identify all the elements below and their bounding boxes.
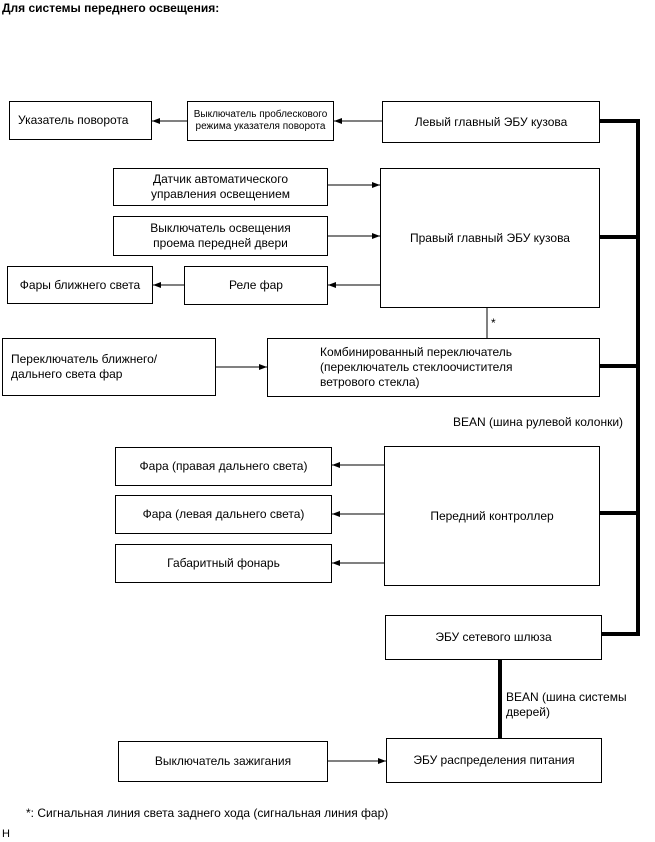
asterisk-label: * xyxy=(491,316,496,330)
door-light-switch-box: Выключатель освещения проема передней дв… xyxy=(113,216,328,256)
corner-mark: H xyxy=(2,828,10,840)
headlight-left-high-box: Фара (левая дальнего света) xyxy=(115,495,332,534)
dimmer-switch-box: Переключатель ближнего/ дальнего света ф… xyxy=(2,338,216,396)
ignition-switch-box: Выключатель зажигания xyxy=(118,741,328,782)
combination-switch-box: Комбинированный переключатель (переключа… xyxy=(267,338,600,397)
headlight-relay-box: Реле фар xyxy=(184,266,328,305)
turn-indicator-box: Указатель поворота xyxy=(9,101,152,140)
bean-steering-label: BEAN (шина рулевой колонки) xyxy=(453,415,624,429)
front-controller-box: Передний контроллер xyxy=(384,446,600,586)
bean-door-label: BEAN (шина системы дверей) xyxy=(506,690,627,719)
low-beam-headlights-box: Фары ближнего света xyxy=(7,266,153,304)
gateway-ecu-box: ЭБУ сетевого шлюза xyxy=(385,615,602,660)
auto-light-sensor-box: Датчик автоматического управления освеще… xyxy=(113,168,328,206)
diagram-title: Для системы переднего освещения: xyxy=(2,1,220,15)
left-body-ecu-box: Левый главный ЭБУ кузова xyxy=(382,101,600,143)
footnote: *: Сигнальная линия света заднего хода (… xyxy=(26,806,389,820)
headlight-right-high-box: Фара (правая дальнего света) xyxy=(115,447,332,486)
right-body-ecu-box: Правый главный ЭБУ кузова xyxy=(380,168,600,308)
clearance-lamp-box: Габаритный фонарь xyxy=(115,544,332,583)
flasher-switch-box: Выключатель проблескового режима указате… xyxy=(187,101,334,141)
power-dist-ecu-box: ЭБУ распределения питания xyxy=(386,738,602,783)
